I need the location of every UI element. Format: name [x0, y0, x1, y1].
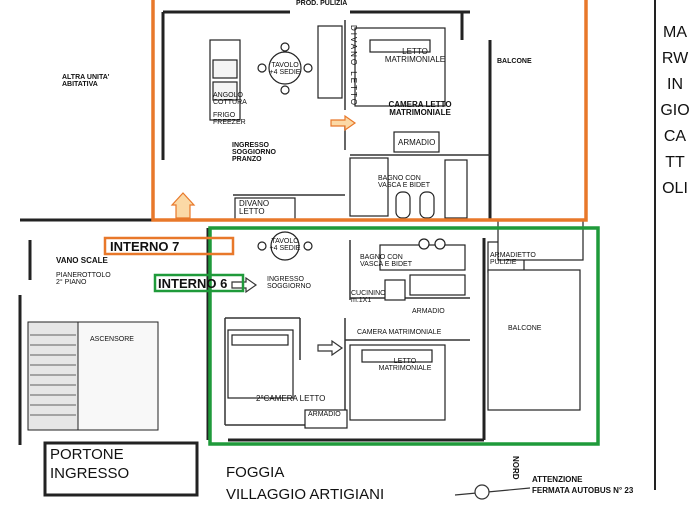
furniture [209, 25, 584, 429]
label-armadio-bottom: ARMADIO [308, 411, 341, 418]
interno6-tag [153, 273, 245, 293]
label-ascensore: ASCENSORE [90, 336, 134, 343]
label-letto-matrimoniale-top: LETTO MATRIMONIALE [384, 47, 446, 64]
portone-box [43, 441, 199, 497]
elevator-shaft [27, 321, 159, 431]
interno7-tag [103, 236, 235, 256]
label-camera-matrimoniale: CAMERA MATRIMONIALE [357, 329, 442, 336]
label-balcone-bottom: BALCONE [508, 325, 542, 332]
label-interno7: INTERNO 7 [110, 239, 180, 254]
label-divano-letto-bottom: DIVANO LETTO [239, 199, 270, 216]
label-foggia: FOGGIA VILLAGGIO ARTIGIANI [226, 464, 385, 503]
label-interno6: INTERNO 6 [158, 276, 228, 291]
label-cucinino: CUCININO m.1X1 [351, 290, 386, 304]
label-vano-scale: VANO SCALE [56, 256, 108, 265]
label-armadietto-pulizie: ARMADIETTO PULIZIE [490, 252, 536, 266]
label-portone-ingresso: PORTONE INGRESSO [50, 446, 130, 482]
label-prod-pulizia: PROD. PULIZIA [296, 0, 348, 7]
label-tavolo-top: TAVOLO +4 SEDIE [269, 62, 301, 76]
label-balcone-top: BALCONE [497, 58, 532, 65]
label-camera-letto-matrimoniale: CAMERA LETTO MATRIMONIALE [388, 100, 452, 117]
label-armadio-mid: ARMADIO [412, 308, 445, 315]
label-ingresso-soggiorno-pranzo: INGRESSO SOGGIORNO PRANZO [232, 142, 276, 163]
label-letto-matrimoniale-bottom: LETTO MATRIMONIALE [378, 358, 432, 372]
label-tavolo-bottom: TAVOLO +4 SEDIE [269, 238, 301, 252]
brand-vertical-text: MARWIN GIOCATTOLI [660, 24, 690, 197]
label-camera-letto-2: 2°CAMERA LETTO [256, 394, 326, 403]
label-nord: NORD [511, 456, 520, 480]
label-attenzione: ATTENZIONE FERMATA AUTOBUS N° 23 [532, 475, 634, 496]
label-bagno-bottom: BAGNO CON VASCA E BIDET [360, 254, 412, 268]
tables [257, 42, 446, 261]
interno7-boundary [151, 0, 588, 222]
label-armadio-top: ARMADIO [398, 138, 436, 147]
interno6-boundary [208, 226, 600, 446]
label-angolo-cottura: ANGOLO COTTURA [213, 92, 247, 106]
label-divano-letto-vertical: DIVANO LETTO [349, 25, 358, 107]
outer-walls [18, 10, 492, 445]
label-ingresso-soggiorno: INGRESSO SOGGIORNO [267, 276, 311, 290]
compass [454, 484, 531, 500]
label-frigo-freezer: FRIGO FREEZER [213, 112, 246, 126]
label-pianerottolo: PIANEROTTOLO 2° PIANO [56, 272, 111, 286]
label-altra-unita: ALTRA UNITA' ABITATIVA [62, 74, 110, 88]
label-bagno-top: BAGNO CON VASCA E BIDET [378, 175, 430, 189]
